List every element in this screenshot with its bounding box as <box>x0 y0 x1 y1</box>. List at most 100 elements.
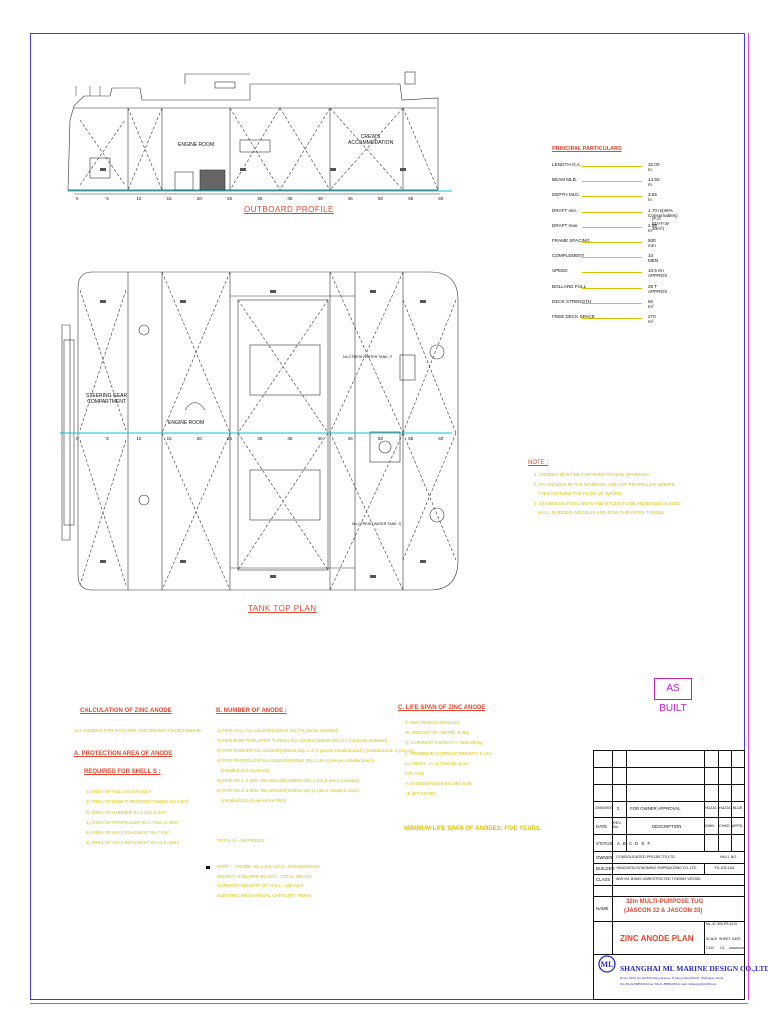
frame-number-profile-20: 20 <box>196 196 202 201</box>
label-fresh-water-s: No.2 FRESH WATER TANK, S <box>352 522 401 526</box>
text-line: PART : ANODE, W=1.5x1.5x0.5, 400x150x50m… <box>217 864 320 869</box>
header-chkd: CHKD <box>719 824 730 828</box>
company-contact: Tel: 86-21-58851050 Fax: 86-21-58851050 … <box>620 982 717 986</box>
pp-label: DEPTH MLD. <box>552 192 580 198</box>
text-line: HULL, RUDDER, NOZZLES AND BOW THRUSTER T… <box>534 510 666 515</box>
header-rev-no: REV. No. <box>613 821 622 829</box>
text-line: 3. STAINLESS STEEL NUTS AND STUDS TO BE … <box>534 500 681 506</box>
pp-leader <box>582 211 642 213</box>
company-logo: ML <box>598 955 616 973</box>
pp-leader <box>582 196 642 198</box>
company-address: Room 1605, No.1018 Pudong Avenue, Pudong… <box>620 976 724 980</box>
text-line: THEY DISTURB THE FLOW OF WATER. <box>534 491 623 496</box>
status-label: STATUS <box>596 841 613 846</box>
frame-number-profile-45: 45 <box>347 196 353 201</box>
vessel-name-2: (JASCON 32 & JASCON 33) <box>624 908 703 914</box>
label-engine-room-profile: ENGINE ROOM <box>178 142 215 148</box>
frame-number-plan-50: 50 <box>378 436 384 441</box>
pp-leader <box>582 287 642 289</box>
rev-description: FOR OWNER APPROVAL <box>630 806 681 811</box>
vessel-name-1: 32m MULTI-PURPOSE TUG <box>626 899 704 905</box>
builder-value: YANGZHOU DONGMING SHIPBUILDING CO.,LTD <box>616 866 697 870</box>
rev-checked: HUZJA <box>719 806 731 810</box>
text-line: Q: CURRENT CAPACITY, 780mAh/kg <box>405 740 483 746</box>
text-line: 6) AREA OF NO.2 SEACHEST S6 14.8=38m² <box>86 840 180 846</box>
tank-top-plan <box>61 271 459 591</box>
frame-number-profile-35: 35 <box>287 196 293 201</box>
frame-number-plan-25: 25 <box>227 436 233 441</box>
section-a-subtitle: REQUIRED FOR SHELL S : <box>84 769 161 775</box>
rev-approved: BLUE <box>733 806 743 810</box>
frame-number-profile-40: 40 <box>317 196 323 201</box>
pp-leader <box>582 181 642 183</box>
pp-label: LENGTH O.A. <box>552 162 582 167</box>
header-appd: APPD. <box>732 824 744 828</box>
header-date: DATE <box>596 824 608 829</box>
pp-leader <box>582 166 642 167</box>
text-line: WEIGHT: 9.0kg PER BLOCK , TOTAL 350 Ton <box>217 873 312 879</box>
scale-label: SCALE <box>706 937 718 941</box>
anode-legend-symbol <box>206 866 210 869</box>
text-line: 1) FOR HULL N1=S1x220/(2480x0.35) (76 pi… <box>217 728 339 733</box>
date-label: DATE <box>732 937 741 941</box>
header-drwn: DWN <box>705 824 715 828</box>
owner-value: CONSOLIDATED PROJECTS LTD. <box>616 855 676 859</box>
pp-label: DRAFT max. <box>552 222 579 228</box>
section-a-title: A. PROTECTION AREA OF ANODE <box>74 751 173 757</box>
pp-leader <box>582 318 642 319</box>
text-line: 3) AREA OF RUDDER S3 2.3x2=4.6m² <box>86 809 166 815</box>
pp-leader <box>582 302 642 304</box>
frame-number-profile-50: 50 <box>378 196 384 201</box>
text-line: 2) FOR BOW THRUSTER TUNNEL N2=S2x60/(248… <box>217 738 388 743</box>
pp-value: (F.O 51t+F.W 30m³) <box>652 215 669 231</box>
hull-no-value: YS-103,104 <box>714 866 735 870</box>
pp-value: 1.70 m(45% Consumables) <box>648 207 678 218</box>
text-line: 5) AREA OF NO.1 SEACHEST S5 7.2m² <box>86 830 169 836</box>
pp-label: SPEED <box>552 268 568 274</box>
text-line: CURRENT DENSITY OF HULL : 10mA/m² <box>217 883 304 888</box>
frame-number-profile-30: 30 <box>257 196 263 201</box>
frame-number-plan-45: 45 <box>347 436 353 441</box>
company-name: SHANGHAI ML MARINE DESIGN CO.,LTD <box>620 964 768 973</box>
hull-no-label: HULL NO. <box>720 855 738 859</box>
pp-value: 2.55 m <box>648 222 657 233</box>
text-line: (installed 2x3=6 pieces) <box>217 768 270 773</box>
sheet-label: SHEET <box>719 937 731 941</box>
drawing-number: ML-JC-300-PS-5J13 <box>706 922 737 926</box>
anode-marks <box>100 168 426 578</box>
principal-particulars-title: PRINCIPAL PARTICULARS <box>552 146 622 152</box>
pp-value: 270 m² <box>648 314 656 324</box>
drawing-border <box>30 33 745 1000</box>
frame-number-profile-10: 10 <box>136 196 142 201</box>
pp-value: 25 T APPROX <box>648 283 668 294</box>
header-description: DESCRIPTION <box>652 824 682 829</box>
text-line: Y=Nx0.780/(Sx0.0001x10) <box>405 720 460 725</box>
pp-leader <box>582 226 642 228</box>
sheet-edge-bottom <box>30 1003 748 1004</box>
frame-number-plan-30: 30 <box>257 436 263 441</box>
sheet-edge-right <box>748 33 749 1000</box>
text-line: 1. ANODES MUST BE CERTIFIED TO NON-SPARK… <box>534 472 651 477</box>
pp-value: 500 mm <box>648 238 656 248</box>
owner-label: OWNER <box>596 855 613 860</box>
text-line: Y=(0.0394x780)/(8.6x0.38)=5.58 <box>405 781 472 787</box>
status-value: A B C D E F <box>617 841 652 846</box>
pp-label: BOLLARD PULL <box>552 283 587 289</box>
pp-value: 3.55 m <box>648 192 657 203</box>
pp-label: BEAM MLD. <box>552 177 578 183</box>
frame-number-profile-25: 25 <box>227 196 233 201</box>
text-line: (installed 2x3=6 pieces for P&S) <box>217 798 287 803</box>
frame-number-plan-0: 0 <box>76 436 79 441</box>
tank-top-plan-title: TANK TOP PLAN <box>248 604 317 613</box>
note-title: NOTE : <box>528 460 549 466</box>
drawing-title: ZINC ANODE PLAN <box>620 934 694 943</box>
rev-number: 0 <box>617 806 620 811</box>
frame-number-plan-60: 60 <box>438 436 444 441</box>
frame-number-plan-20: 20 <box>196 436 202 441</box>
svg-text:ML: ML <box>601 960 614 969</box>
anode-specification: PART : ANODE, W=1.5x1.5x0.5, 400x150x50m… <box>217 862 320 900</box>
text-line: Iₘ=780mA, Iₘ=0.78x0.35=3 mA <box>405 760 470 766</box>
class-label: CLASS <box>596 877 611 882</box>
